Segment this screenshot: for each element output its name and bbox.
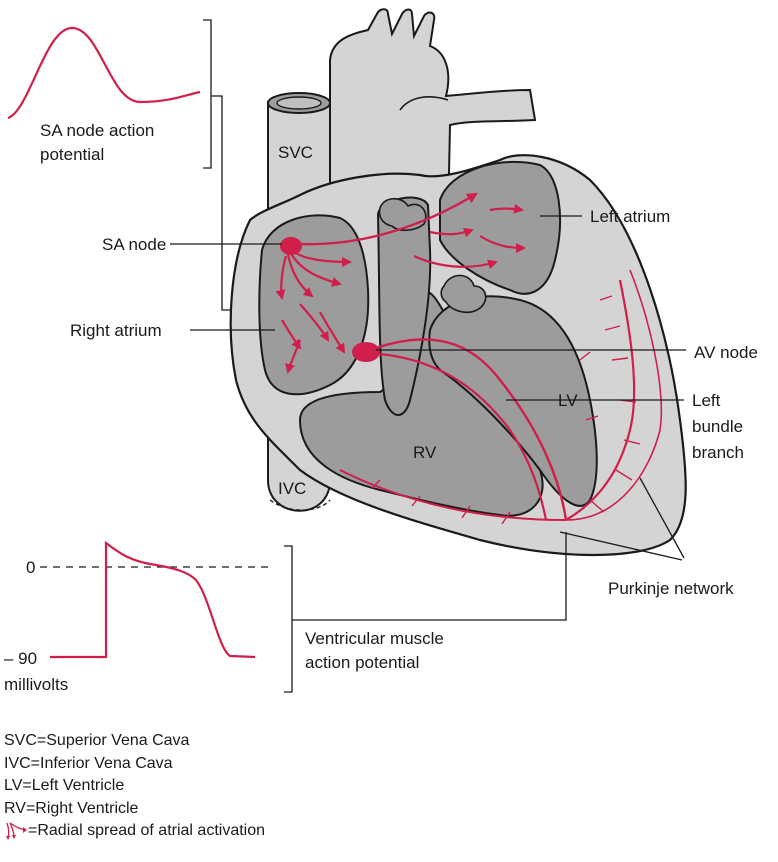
ventricular-ap-curve [50, 543, 255, 657]
sa-ap-bracket [203, 20, 211, 168]
rv-label: RV [413, 443, 437, 462]
legend-item: LV=Left Ventricle [4, 775, 265, 798]
minus90-label: – 90 [4, 649, 37, 668]
sa-node-label: SA node [102, 235, 166, 254]
legend-item-radial: =Radial spread of atrial activation [4, 820, 265, 843]
right-atrium-label: Right atrium [70, 321, 162, 340]
left-bundle-label-3: branch [692, 443, 744, 462]
vm-ap-bracket [284, 546, 292, 692]
legend-item: SVC=Superior Vena Cava [4, 730, 265, 753]
purkinje-label: Purkinje network [608, 579, 734, 598]
sa-ap-curve [8, 28, 200, 118]
radial-spread-arrows-icon [4, 821, 28, 841]
av-node-label: AV node [694, 343, 758, 362]
zero-label: 0 [26, 558, 35, 577]
legend-item: IVC=Inferior Vena Cava [4, 753, 265, 776]
left-atrium-label: Left atrium [590, 207, 670, 226]
sa-ap-label-1: SA node action [40, 121, 154, 140]
ivc-label: IVC [278, 479, 306, 498]
svc-label: SVC [278, 143, 313, 162]
legend-radial-text: =Radial spread of atrial activation [28, 820, 265, 843]
left-bundle-label-1: Left [692, 391, 721, 410]
ventricular-action-potential: 0 – 90 millivolts Ventricular muscle act… [4, 532, 566, 694]
vm-ap-label-1: Ventricular muscle [305, 629, 444, 648]
vm-ap-label-2: action potential [305, 653, 419, 672]
left-bundle-label-2: bundle [692, 417, 743, 436]
lv-label: LV [558, 391, 578, 410]
sa-ap-label-2: potential [40, 145, 104, 164]
atrial-bracket [211, 96, 236, 310]
millivolts-label: millivolts [4, 675, 68, 694]
legend: SVC=Superior Vena Cava IVC=Inferior Vena… [4, 730, 265, 843]
legend-item: RV=Right Ventricle [4, 798, 265, 821]
av-node-marker [352, 342, 380, 362]
sa-node-action-potential: SA node action potential [8, 20, 211, 168]
